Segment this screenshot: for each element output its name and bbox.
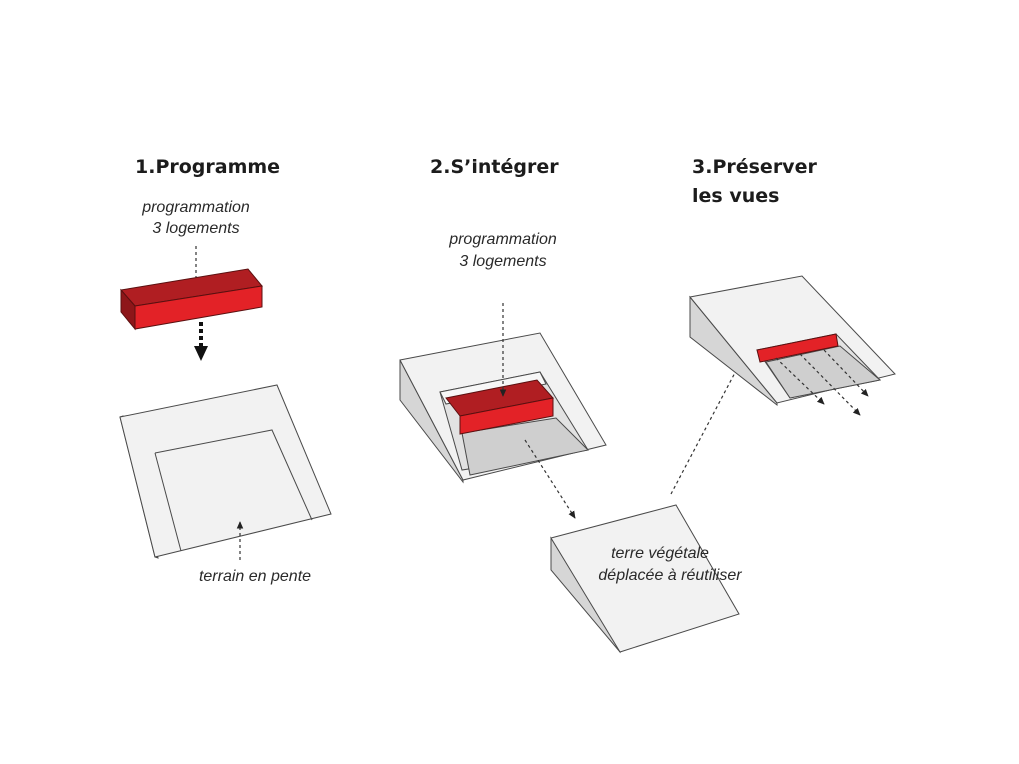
terrain-label: terrain en pente xyxy=(199,568,311,585)
view-arrow-1 xyxy=(775,357,825,405)
step-1-red-volume xyxy=(120,268,263,331)
step-3-title-line-1: 3.Préserver xyxy=(692,156,817,178)
step-1-down-arrow-head xyxy=(194,346,208,361)
step-3-title-line-2: les vues xyxy=(692,185,779,207)
view-arrow-2 xyxy=(799,353,861,416)
step-1-terrain xyxy=(119,384,332,559)
step-1-note-line-1: programmation xyxy=(141,199,250,216)
step-1-title: 1.Programme xyxy=(135,156,280,178)
soil-reuse-arrow xyxy=(670,330,758,495)
step-2-note-line-2: 3 logements xyxy=(459,253,546,270)
step-3-terrain xyxy=(689,275,896,407)
step-1: 1.Programme programmation 3 logements te… xyxy=(119,156,332,585)
step-1-note-line-2: 3 logements xyxy=(152,220,239,237)
step-2: 2.S’intégrer programmation 3 logements xyxy=(399,156,607,519)
soil-label-line-1: terre végétale xyxy=(611,545,709,562)
view-arrow-3 xyxy=(823,349,869,397)
step-2-title: 2.S’intégrer xyxy=(430,156,559,178)
step-3: 3.Préserver les vues xyxy=(689,156,896,416)
step-3-red-volume xyxy=(756,333,839,363)
soil-block: terre végétale déplacée à réutiliser xyxy=(550,504,742,654)
step-2-red-volume xyxy=(445,379,554,435)
soil-label-line-2: déplacée à réutiliser xyxy=(598,567,742,584)
step-2-note-line-1: programmation xyxy=(448,231,557,248)
